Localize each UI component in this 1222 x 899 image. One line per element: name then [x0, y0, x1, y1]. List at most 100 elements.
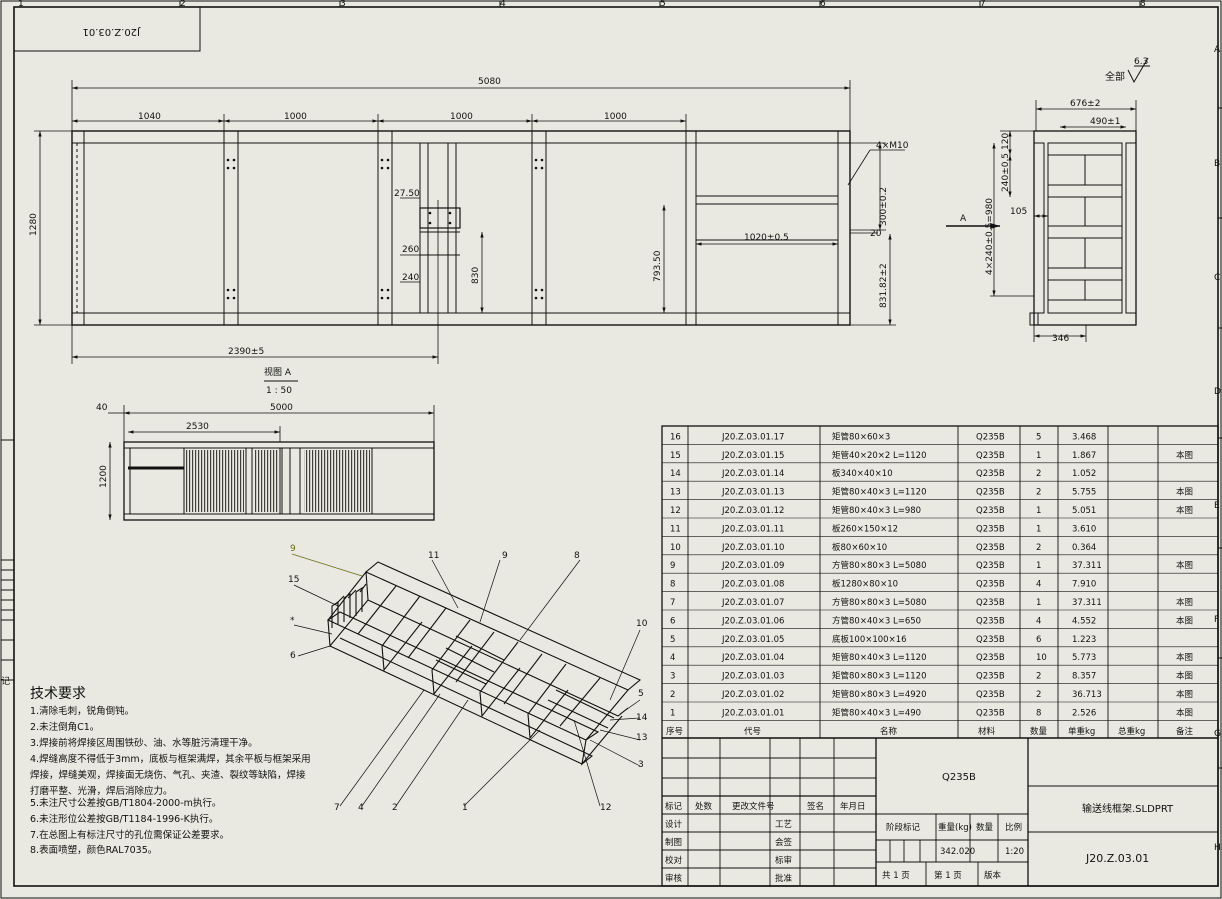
bom-h-total: 总重kg — [1118, 726, 1145, 737]
dim-240-05: 240±0.5 — [1001, 153, 1011, 192]
bom-cell-code: J20.Z.03.01.05 — [721, 635, 784, 645]
bom-cell-name: 矩管40×20×2 L=1120 — [832, 450, 926, 461]
bom-cell-no: 1 — [670, 708, 675, 718]
tech-line-10: 8.表面喷塑，颜色RAL7035。 — [30, 844, 157, 856]
tb-rev-file: 更改文件号 — [732, 801, 775, 812]
tb-rev-date: 年月日 — [840, 801, 866, 812]
bom-cell-name: 矩管80×40×3 L=490 — [832, 707, 921, 718]
bom-cell-material: Q235B — [976, 708, 1005, 718]
zone-top-4: 4 — [500, 0, 506, 9]
bom-cell-no: 4 — [670, 653, 675, 663]
bom-cell-code: J20.Z.03.01.17 — [721, 432, 784, 442]
bom-cell-qty: 1 — [1036, 561, 1041, 571]
dim-bolt-note: 4×M10 — [876, 141, 909, 151]
bom-cell-material: Q235B — [976, 580, 1005, 590]
dim-240: 240 — [402, 273, 419, 283]
bom-cell-name: 矩管80×40×3 L=1120 — [832, 487, 926, 498]
tb-sheet-no: 第 1 页 — [934, 870, 962, 881]
tb-role-review: 审核 — [665, 873, 683, 884]
surface-finish-value: 6.3 — [1134, 57, 1148, 67]
bom-cell-code: J20.Z.03.01.14 — [721, 469, 784, 479]
bom-cell-name: 板340×40×10 — [832, 468, 893, 479]
bom-cell-no: 3 — [670, 672, 675, 682]
bom-cell-note: 本图 — [1176, 689, 1193, 700]
bom-cell-unit-kg: 2.526 — [1072, 708, 1096, 718]
bom-cell-note: 本图 — [1176, 671, 1193, 682]
bom-cell-qty: 1 — [1036, 598, 1041, 608]
zone-right-c: C — [1214, 273, 1220, 283]
bom-cell-name: 矩管80×60×3 — [832, 431, 890, 442]
bom-cell-code: J20.Z.03.01.10 — [721, 543, 784, 553]
tb-role-draw: 制图 — [665, 837, 682, 848]
bom-cell-no: 8 — [670, 580, 675, 590]
tech-line-3: 3.焊接前将焊接区周围铁砂、油、水等脏污清理干净。 — [30, 737, 258, 749]
bom-h-note: 备注 — [1176, 726, 1194, 737]
bom-h-unit: 单重kg — [1068, 726, 1095, 737]
bom-cell-name: 矩管80×80×3 L=1120 — [832, 671, 926, 682]
balloon-14: 14 — [636, 713, 648, 723]
tb-version: 版本 — [984, 870, 1002, 881]
bom-h-material: 材料 — [978, 726, 996, 737]
dim-20: 20 — [870, 229, 882, 239]
bom-cell-name: 矩管80×40×3 L=1120 — [832, 652, 926, 663]
dim-105: 105 — [1010, 207, 1027, 217]
bom-cell-no: 10 — [670, 543, 681, 553]
bom-cell-no: 15 — [670, 451, 681, 461]
dim-1200: 1200 — [99, 465, 109, 488]
bom-cell-unit-kg: 3.468 — [1072, 432, 1096, 442]
bom-cell-material: Q235B — [976, 469, 1005, 479]
bom-cell-material: Q235B — [976, 653, 1005, 663]
tb-stage-weight: 重量(kg) — [938, 822, 972, 833]
bom-cell-no: 7 — [670, 598, 675, 608]
bom-cell-material: Q235B — [976, 616, 1005, 626]
bom-cell-code: J20.Z.03.01.12 — [721, 506, 784, 516]
zone-right-f: F — [1214, 615, 1219, 625]
dim-27-50: 27.50 — [394, 189, 420, 199]
bom-cell-code: J20.Z.03.01.09 — [721, 561, 784, 571]
zone-top-6: 6 — [820, 0, 826, 9]
zone-top-7: 7 — [980, 0, 986, 9]
dim-bay-4: 1000 — [604, 112, 627, 122]
bom-cell-note: 本图 — [1176, 487, 1193, 498]
bom-cell-unit-kg: 37.311 — [1072, 598, 1102, 608]
bom-cell-name: 矩管80×40×3 L=980 — [832, 505, 921, 516]
tech-line-5: 焊接，焊缝美观，焊接面无烧伤、气孔、夹渣、裂纹等缺陷，焊接 — [30, 769, 306, 781]
bom-cell-qty: 1 — [1036, 506, 1041, 516]
balloons: 9 11 9 8 15 * 6 10 5 14 13 3 7 4 2 1 12 — [288, 544, 648, 813]
bom-cell-code: J20.Z.03.01.08 — [721, 580, 784, 590]
bom-cell-qty: 8 — [1036, 708, 1041, 718]
dim-831: 831.82±2 — [879, 263, 889, 308]
balloon-9: 9 — [502, 551, 508, 561]
title-block: Q235B 标记 处数 更改文件号 签名 年月日 设计 制图 校对 审核 工艺 … — [661, 737, 1219, 887]
side-strip-glyph: 记 — [1, 676, 10, 687]
bom-h-no: 序号 — [666, 726, 683, 737]
bom-cell-unit-kg: 36.713 — [1072, 690, 1102, 700]
dim-2530: 2530 — [186, 422, 209, 432]
bom-cell-note: 本图 — [1176, 560, 1193, 571]
balloon-1: 1 — [462, 803, 468, 813]
dim-676: 676±2 — [1070, 99, 1100, 109]
bom-cell-qty: 10 — [1036, 653, 1047, 663]
bom-cell-unit-kg: 1.223 — [1072, 635, 1096, 645]
bom-cell-unit-kg: 5.051 — [1072, 506, 1096, 516]
bom-cell-name: 板80×60×10 — [832, 542, 887, 553]
tb-role-process: 工艺 — [775, 820, 792, 830]
dim-overall-length: 5080 — [478, 77, 501, 87]
bom-cell-no: 14 — [670, 469, 681, 479]
bom-cell-unit-kg: 7.910 — [1072, 580, 1096, 590]
balloon-11: 11 — [428, 551, 439, 561]
bom-cell-qty: 2 — [1036, 690, 1041, 700]
tb-drawing-name: 输送线框架.SLDPRT — [1082, 802, 1174, 815]
dim-bay-1: 1040 — [138, 112, 161, 122]
bom-cell-material: Q235B — [976, 488, 1005, 498]
tb-role-std: 标审 — [775, 855, 792, 866]
bom-cell-material: Q235B — [976, 598, 1005, 608]
drawing-code-text: J20.Z.03.01 — [82, 26, 141, 37]
bom-cell-no: 5 — [670, 635, 675, 645]
zone-ticks — [179, 1, 1222, 769]
